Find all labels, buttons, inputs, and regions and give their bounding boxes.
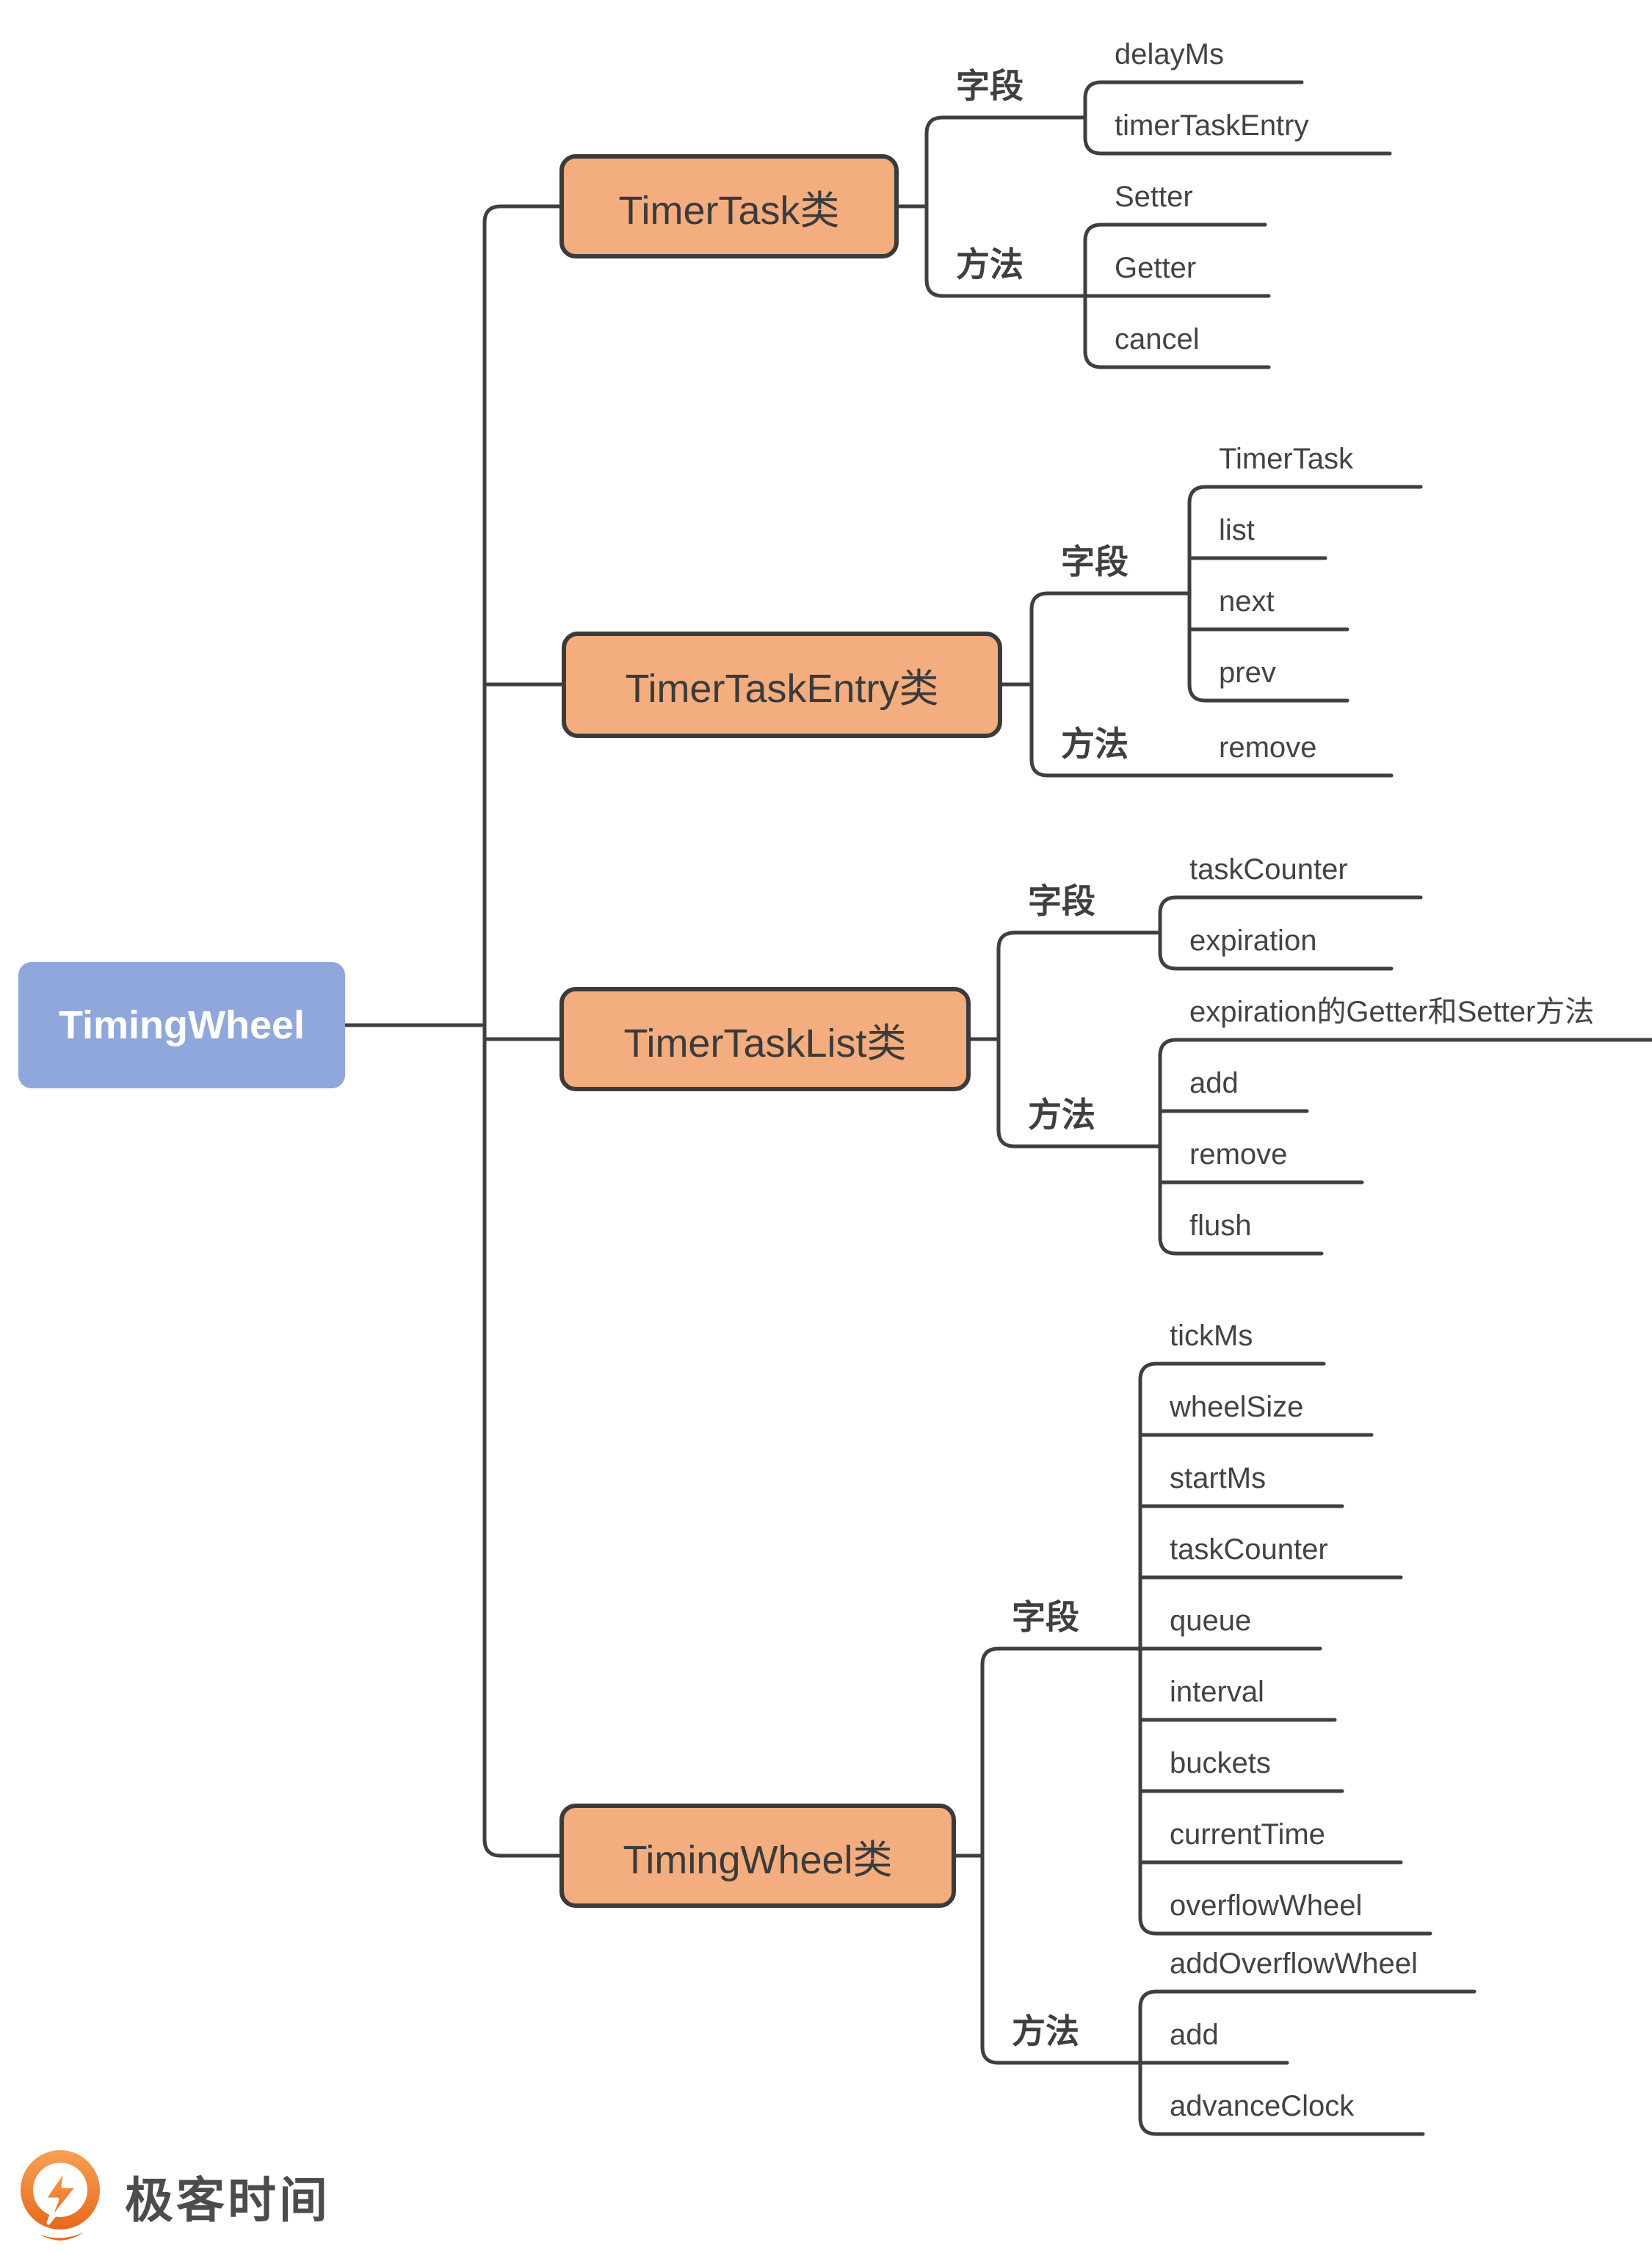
leaf-node: timerTaskEntry <box>1115 109 1309 142</box>
leaf-node: prev <box>1219 657 1276 689</box>
leaf-node: expiration <box>1189 925 1317 957</box>
leaf-node: next <box>1219 585 1275 618</box>
leaf-node: wheelSize <box>1170 1391 1304 1423</box>
group-label-fields-3: 字段 <box>1028 882 1095 920</box>
group-label-fields-2: 字段 <box>1061 543 1128 581</box>
leaf-node: currentTime <box>1170 1818 1325 1851</box>
group-label-methods-4: 方法 <box>1012 2012 1079 2050</box>
leaf-node: add <box>1189 1067 1239 1099</box>
class-node-timertask: TimerTask类 <box>559 154 899 258</box>
leaf-node: startMs <box>1170 1462 1267 1494</box>
leaf-node: list <box>1219 514 1255 546</box>
leaf-node: remove <box>1219 731 1317 764</box>
leaf-node: remove <box>1189 1138 1288 1171</box>
class-node-timingwheel-class: TimingWheel类 <box>559 1804 956 1908</box>
leaf-node: advanceClock <box>1170 2090 1355 2122</box>
leaf-node: queue <box>1170 1605 1252 1637</box>
geektime-logo-icon <box>21 2150 100 2244</box>
leaf-node: Getter <box>1115 252 1197 284</box>
class-node-timertasklist: TimerTaskList类 <box>559 987 971 1091</box>
leaf-node: interval <box>1170 1676 1264 1708</box>
group-label-fields-4: 字段 <box>1012 1598 1079 1636</box>
group-label-fields-1: 字段 <box>956 67 1024 105</box>
leaf-node: Setter <box>1115 181 1193 213</box>
leaf-node: taskCounter <box>1170 1533 1328 1566</box>
leaf-node: add <box>1170 2019 1219 2051</box>
leaf-node: overflowWheel <box>1170 1889 1363 1922</box>
leaf-node: buckets <box>1170 1747 1271 1779</box>
class-node-timertaskentry: TimerTaskEntry类 <box>562 632 1002 738</box>
leaf-node: tickMs <box>1170 1320 1253 1352</box>
geektime-logo-text: 极客时间 <box>125 2173 330 2227</box>
leaf-node: flush <box>1189 1209 1252 1242</box>
leaf-node: expiration的Getter和Setter方法 <box>1189 996 1595 1028</box>
group-label-methods-2: 方法 <box>1061 725 1128 763</box>
leaf-node: delayMs <box>1115 38 1224 70</box>
leaf-node: addOverflowWheel <box>1170 1948 1418 1980</box>
group-label-methods-1: 方法 <box>956 245 1024 283</box>
group-label-methods-3: 方法 <box>1028 1096 1095 1134</box>
leaf-node: TimerTask <box>1219 443 1353 475</box>
geektime-logo: 极客时间 <box>16 2148 330 2245</box>
leaf-node: taskCounter <box>1189 853 1348 886</box>
leaf-node: cancel <box>1115 323 1200 355</box>
root-node-timingwheel: TimingWheel <box>18 962 345 1088</box>
